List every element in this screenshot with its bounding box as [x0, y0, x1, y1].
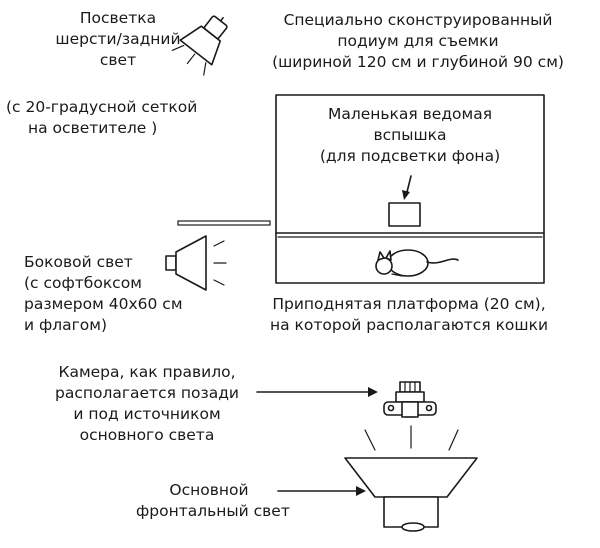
camera-icon [383, 381, 437, 418]
cat-icon [375, 249, 459, 277]
flash-box-icon [388, 202, 421, 227]
podium-label: Специально сконструированный подиум для … [272, 11, 564, 71]
small-flash-label: Маленькая ведомая вспышка (для подсветки… [319, 105, 501, 165]
flash-arrow [402, 175, 412, 200]
camera-label: Камера, как правило, располагается позад… [54, 363, 239, 444]
main-light-arrow [277, 486, 366, 496]
main-light-label: Основной фронтальный свет [136, 481, 290, 520]
platform-label: Приподнятая платформа (20 см), на которо… [269, 295, 549, 334]
rim-light-label: Посветка шерсти/задний свет [55, 9, 181, 69]
spotlight-icon [171, 15, 228, 76]
flag-bar-icon [177, 220, 271, 226]
main-light-icon [344, 425, 478, 532]
softbox-icon [165, 235, 227, 291]
rim-light-grid-label: (с 20-градусной сеткой на осветителе ) [6, 98, 198, 137]
podium-backdrop [275, 94, 545, 284]
side-light-label: Боковой свет (с софтбоксом размером 40х6… [24, 253, 183, 334]
camera-arrow [256, 387, 378, 397]
